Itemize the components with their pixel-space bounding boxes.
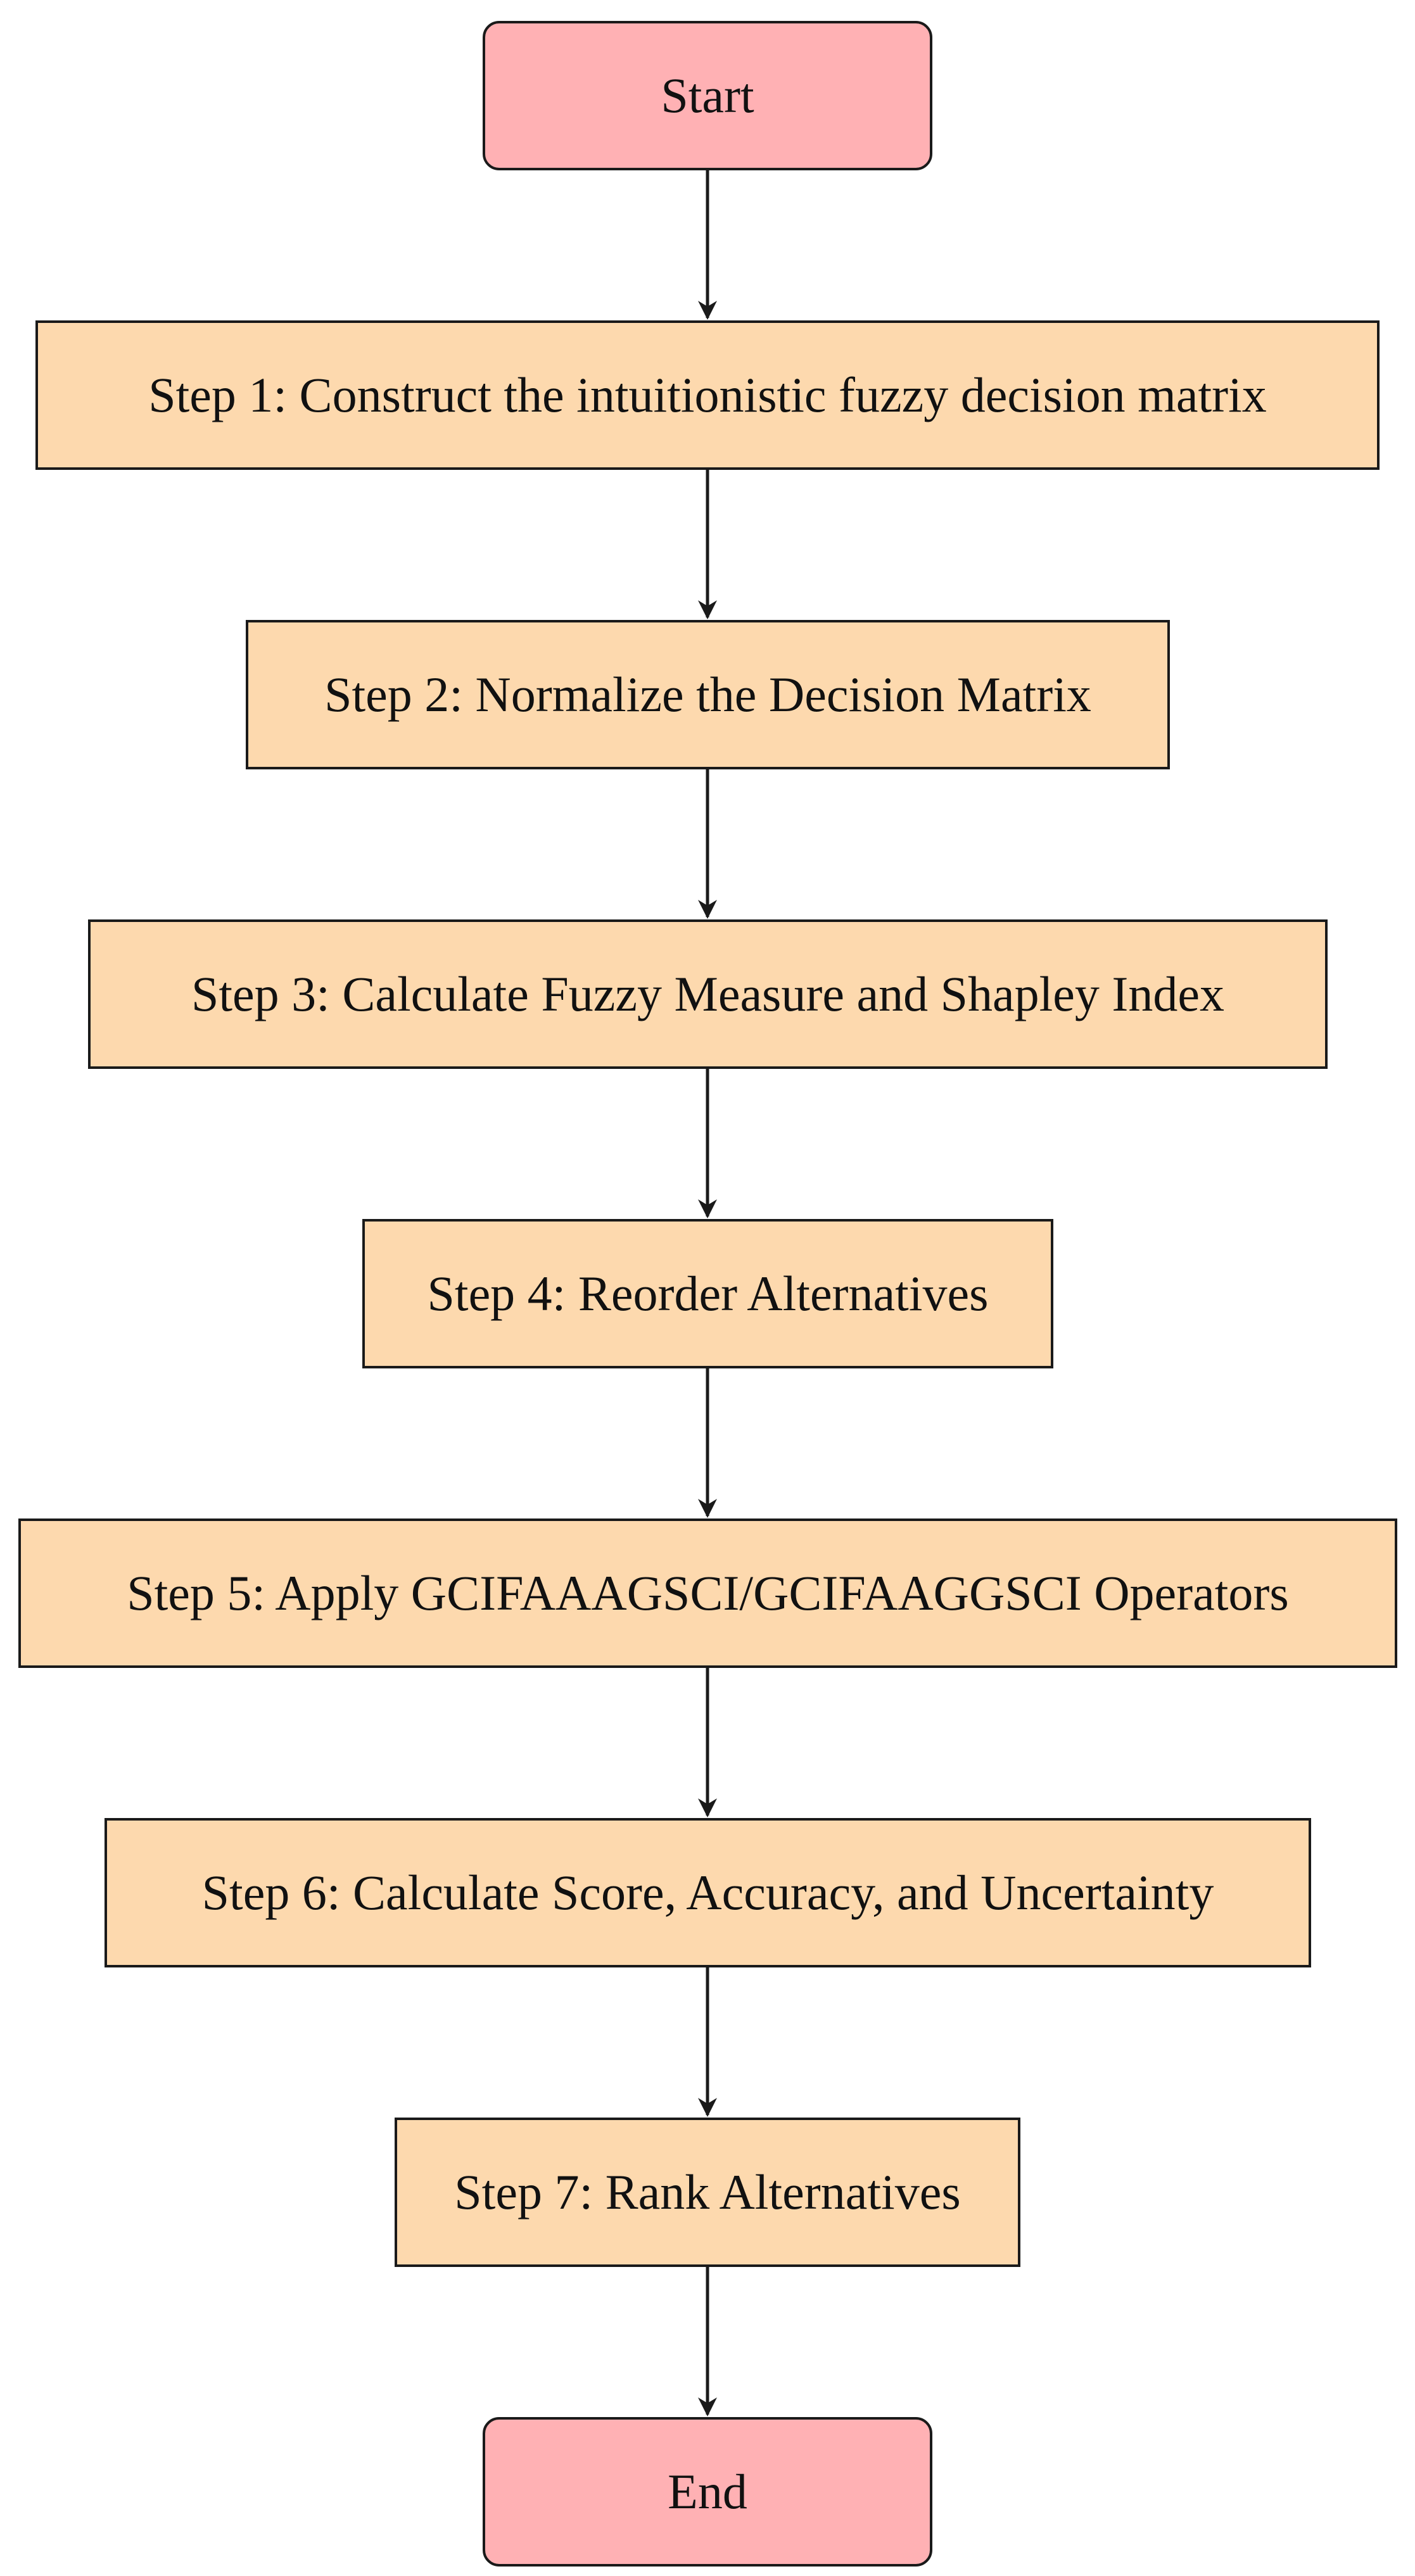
step-1-box: Step 1: Construct the intuitionistic fuz… (35, 320, 1380, 470)
step-2-label: Step 2: Normalize the Decision Matrix (324, 667, 1091, 722)
step-7-box: Step 7: Rank Alternatives (395, 2118, 1020, 2267)
start-label: Start (661, 68, 754, 123)
step-2-box: Step 2: Normalize the Decision Matrix (246, 620, 1170, 769)
step-3-box: Step 3: Calculate Fuzzy Measure and Shap… (88, 919, 1328, 1069)
step-6-box: Step 6: Calculate Score, Accuracy, and U… (105, 1818, 1311, 1967)
end-label: End (668, 2464, 747, 2519)
step-4-label: Step 4: Reorder Alternatives (427, 1266, 989, 1321)
step-6-label: Step 6: Calculate Score, Accuracy, and U… (201, 1865, 1214, 1920)
start-node: Start (483, 21, 932, 170)
end-node: End (483, 2417, 932, 2567)
step-3-label: Step 3: Calculate Fuzzy Measure and Shap… (191, 966, 1225, 1021)
step-1-label: Step 1: Construct the intuitionistic fuz… (148, 367, 1267, 422)
step-5-label: Step 5: Apply GCIFAAAGSCI/GCIFAAGGSCI Op… (127, 1565, 1289, 1620)
step-5-box: Step 5: Apply GCIFAAAGSCI/GCIFAAGGSCI Op… (18, 1518, 1397, 1668)
step-7-label: Step 7: Rank Alternatives (454, 2164, 961, 2219)
step-4-box: Step 4: Reorder Alternatives (362, 1219, 1053, 1368)
